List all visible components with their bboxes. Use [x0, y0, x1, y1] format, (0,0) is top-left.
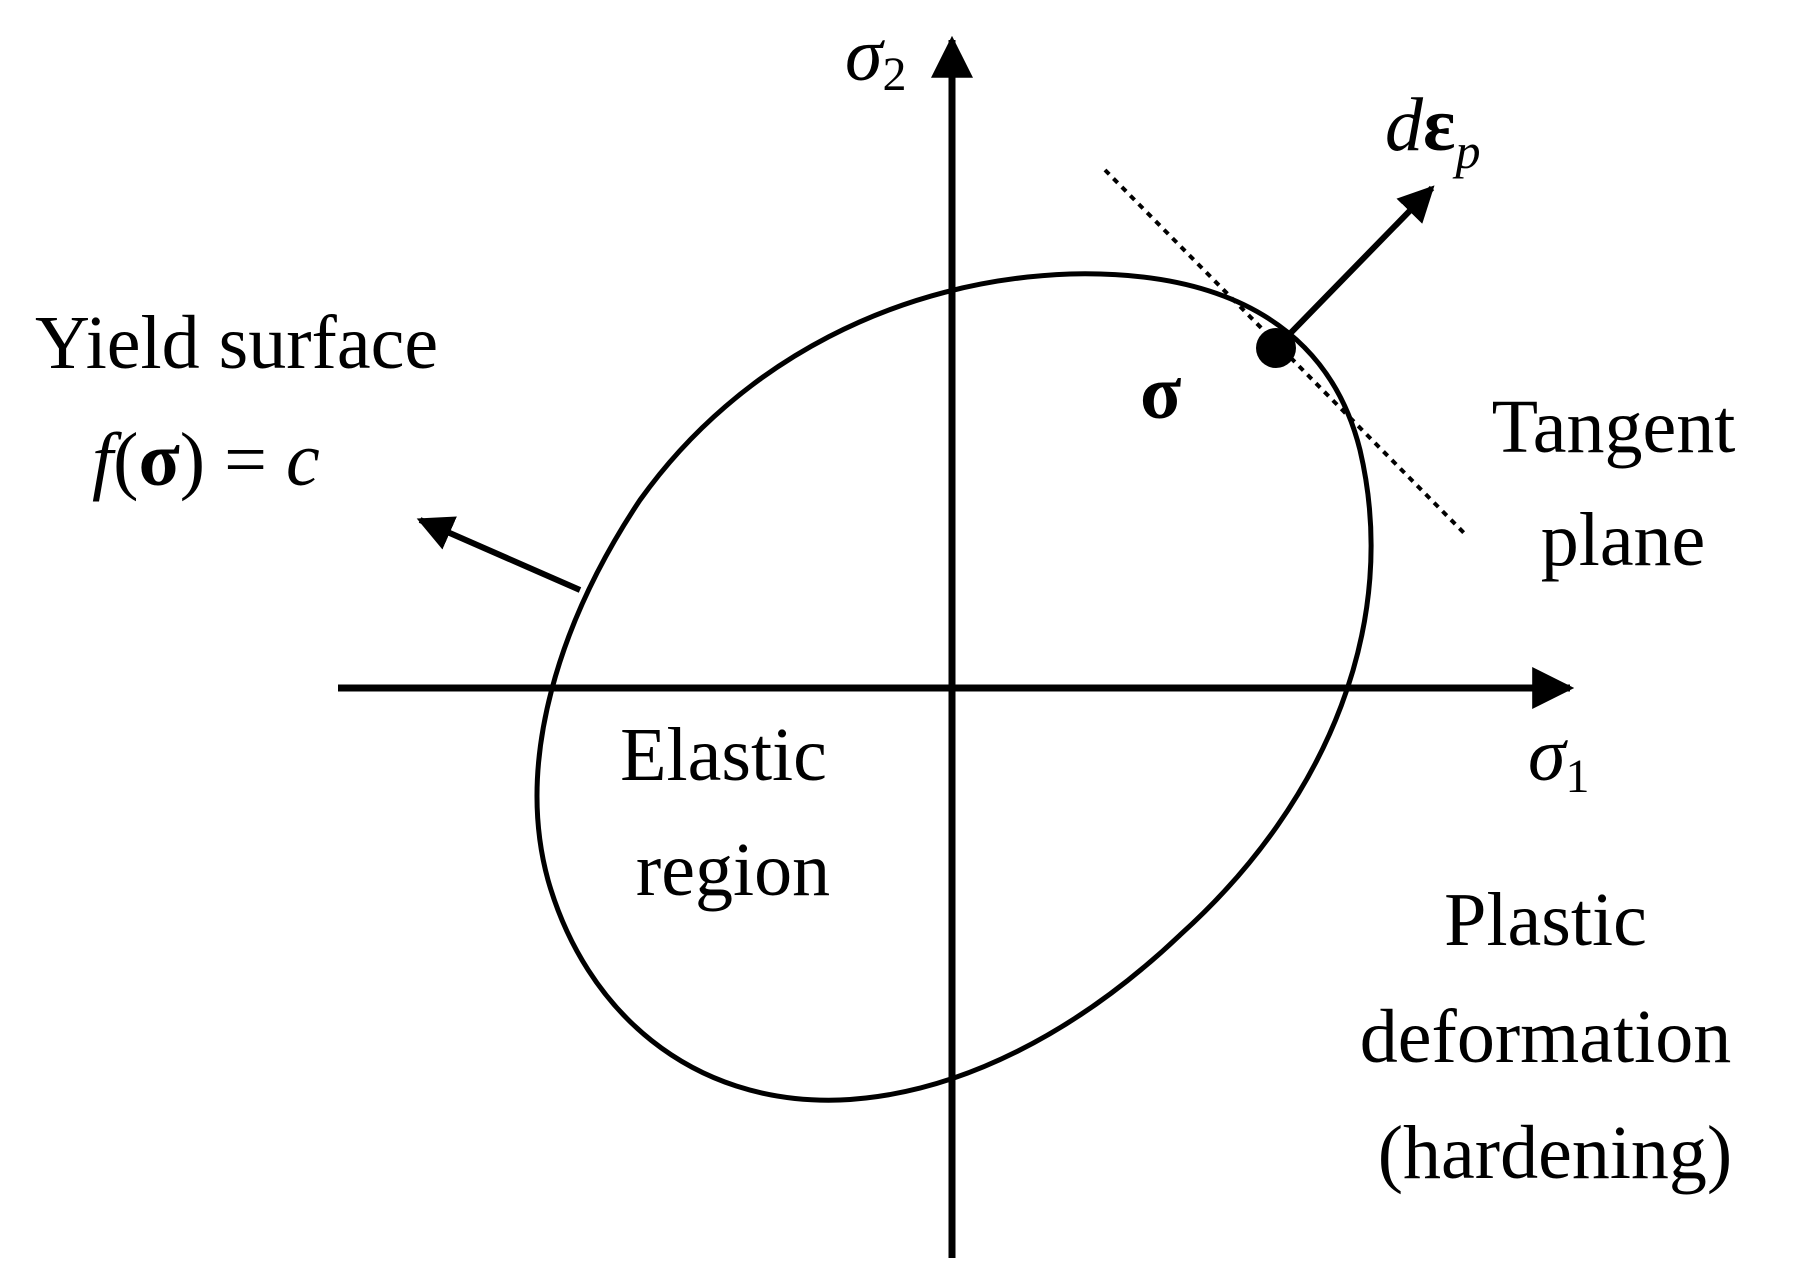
stress-point-label: σ: [1140, 351, 1181, 435]
yield-surface-formula: f(σ) = c: [92, 418, 320, 502]
yield-surface-title: Yield surface: [35, 301, 438, 385]
sigma1-axis-label: σ1: [1528, 713, 1589, 803]
plastic-region-label: Plastic deformation (hardening): [1360, 878, 1750, 1195]
stress-point-dot: [1256, 328, 1296, 368]
tangent-plane-label: Tangent plane: [1492, 385, 1755, 582]
strain-increment-label: dεp: [1385, 83, 1480, 179]
elastic-region-label: Elastic region: [620, 713, 846, 912]
sigma2-axis-label: σ2: [845, 13, 906, 101]
yield-surface-curve: [534, 271, 1374, 1103]
yield-surface-pointer-arrow: [416, 516, 582, 593]
strain-increment-arrow: [1273, 185, 1435, 351]
